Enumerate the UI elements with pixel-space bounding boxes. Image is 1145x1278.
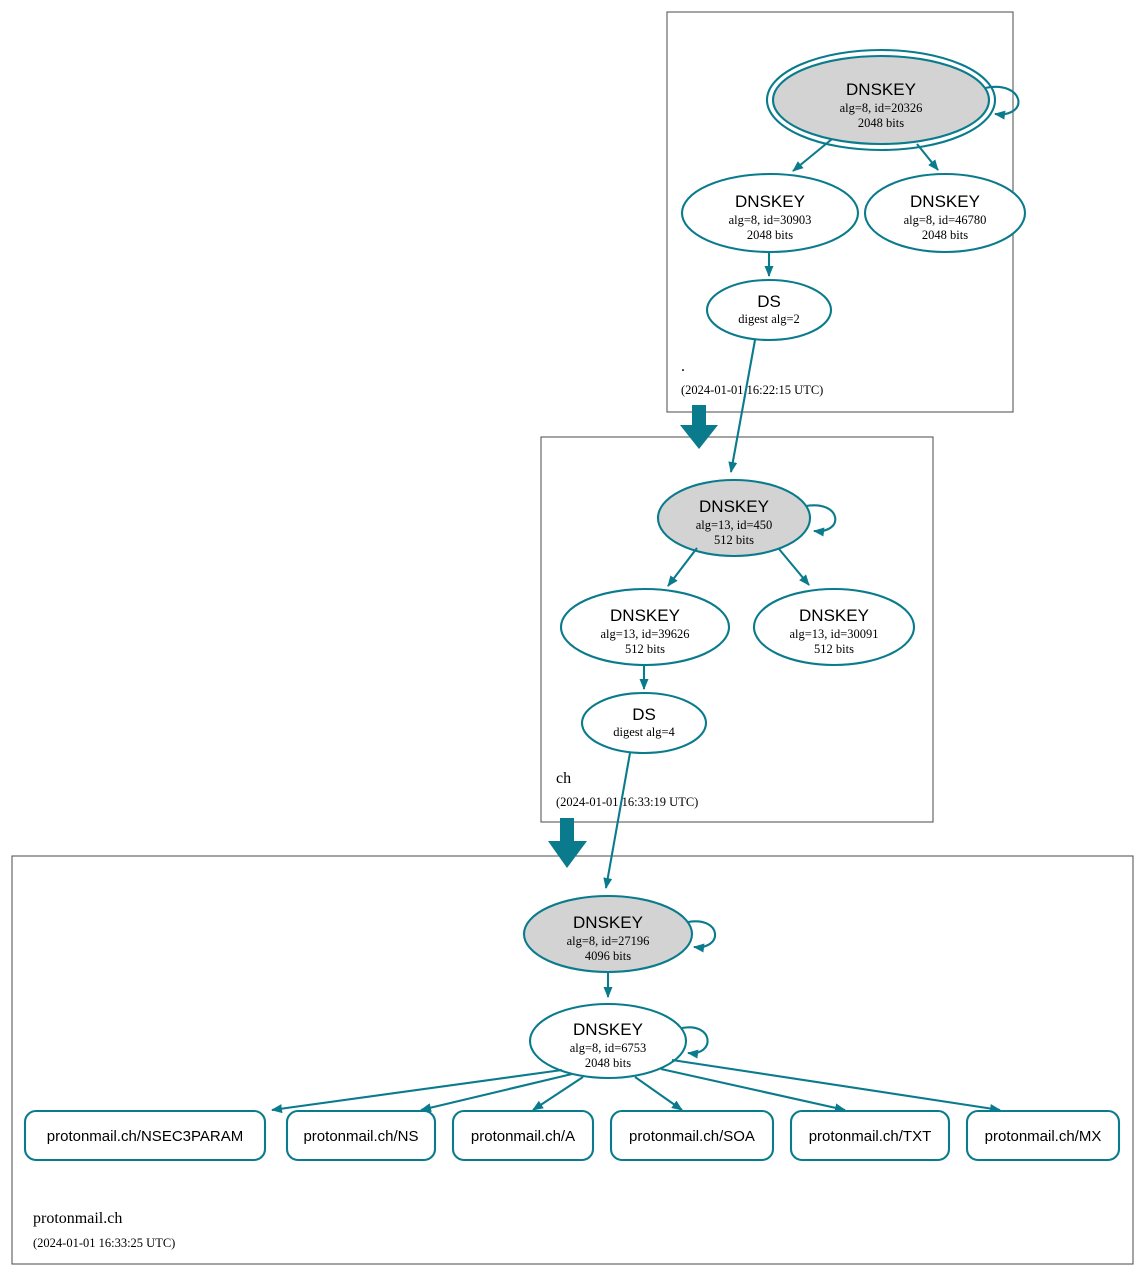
node-pm-ksk-line3: 4096 bits	[585, 949, 631, 963]
node-root-zsk-46780-line3: 2048 bits	[922, 228, 968, 242]
node-ch-ksk-line3: 512 bits	[714, 533, 754, 547]
node-ch-zsk-30091-type: DNSKEY	[799, 606, 869, 625]
zone-timestamp-root: (2024-01-01 16:22:15 UTC)	[681, 383, 823, 397]
rrset-a[interactable]: protonmail.ch/A	[451, 1109, 595, 1162]
edge-root-ksk-to-zsk30903	[792, 138, 833, 172]
self-loop-pm-ksk	[687, 920, 717, 953]
edge-pm-zsk-to-rr-a	[532, 1076, 584, 1111]
node-root-ds[interactable]: DS digest alg=2	[705, 278, 833, 342]
node-root-zsk-46780-line2: alg=8, id=46780	[904, 213, 987, 227]
node-ch-ds-line2: digest alg=4	[613, 725, 675, 739]
node-root-ksk-line2: alg=8, id=20326	[840, 101, 923, 115]
node-pm-zsk-line2: alg=8, id=6753	[570, 1041, 647, 1055]
self-loop-root-ksk	[984, 85, 1020, 120]
zone-label-protonmail: protonmail.ch	[33, 1210, 122, 1227]
node-ch-zsk-39626-line2: alg=13, id=39626	[600, 627, 689, 641]
node-ch-zsk-39626-line3: 512 bits	[625, 642, 665, 656]
node-root-ksk-type: DNSKEY	[846, 80, 916, 99]
self-loop-ch-ksk	[805, 504, 837, 537]
rrset-nsec3param[interactable]: protonmail.ch/NSEC3PARAM	[23, 1109, 267, 1162]
rrset-soa-label: protonmail.ch/SOA	[629, 1128, 755, 1145]
zone-timestamp-ch: (2024-01-01 16:33:19 UTC)	[556, 795, 698, 809]
node-root-ksk-line3: 2048 bits	[858, 116, 904, 130]
self-loop-pm-zsk	[681, 1026, 709, 1059]
rrset-txt-label: protonmail.ch/TXT	[809, 1128, 932, 1145]
delegation-arrow-root-to-ch	[680, 405, 718, 449]
node-root-ksk[interactable]: DNSKEY alg=8, id=20326 2048 bits	[765, 48, 997, 152]
zone-timestamp-protonmail: (2024-01-01 16:33:25 UTC)	[33, 1236, 175, 1250]
edge-pm-zsk-to-rr-mx	[671, 1058, 1001, 1113]
node-pm-zsk[interactable]: DNSKEY alg=8, id=6753 2048 bits	[528, 1002, 688, 1080]
node-ch-zsk-39626[interactable]: DNSKEY alg=13, id=39626 512 bits	[559, 587, 731, 667]
node-root-zsk-46780-type: DNSKEY	[910, 192, 980, 211]
node-root-zsk-46780[interactable]: DNSKEY alg=8, id=46780 2048 bits	[863, 172, 1027, 254]
node-ch-zsk-30091-line3: 512 bits	[814, 642, 854, 656]
node-ch-ksk[interactable]: DNSKEY alg=13, id=450 512 bits	[656, 478, 812, 558]
edge-pm-zsk-to-rr-nsec3param	[271, 1068, 563, 1114]
node-root-zsk-30903[interactable]: DNSKEY alg=8, id=30903 2048 bits	[680, 172, 860, 254]
rrset-a-label: protonmail.ch/A	[471, 1128, 575, 1145]
node-ch-ds[interactable]: DS digest alg=4	[580, 691, 708, 755]
node-pm-zsk-line3: 2048 bits	[585, 1056, 631, 1070]
node-root-zsk-30903-line2: alg=8, id=30903	[729, 213, 812, 227]
edge-root-ds-to-ch-ksk	[728, 339, 757, 473]
node-pm-zsk-type: DNSKEY	[573, 1020, 643, 1039]
rrset-mx[interactable]: protonmail.ch/MX	[965, 1109, 1121, 1162]
node-pm-ksk-line2: alg=8, id=27196	[567, 934, 650, 948]
node-ch-zsk-30091-line2: alg=13, id=30091	[789, 627, 878, 641]
node-root-ds-type: DS	[757, 292, 781, 311]
edge-ch-ksk-to-zsk39626	[667, 547, 698, 587]
edge-ch-ds-to-pm-ksk	[603, 752, 632, 889]
node-pm-ksk-type: DNSKEY	[573, 913, 643, 932]
edge-pm-zsk-to-rr-ns	[420, 1072, 573, 1113]
node-ch-ksk-line2: alg=13, id=450	[696, 518, 773, 532]
rrset-txt[interactable]: protonmail.ch/TXT	[789, 1109, 951, 1162]
rrset-ns[interactable]: protonmail.ch/NS	[285, 1109, 437, 1162]
rrset-nsec3param-label: protonmail.ch/NSEC3PARAM	[47, 1128, 243, 1145]
delegation-arrow-ch-to-protonmail	[548, 818, 587, 868]
node-ch-ds-type: DS	[632, 705, 656, 724]
edge-ch-ksk-to-zsk30091	[778, 548, 810, 586]
zone-label-root: .	[681, 358, 685, 375]
node-pm-ksk[interactable]: DNSKEY alg=8, id=27196 4096 bits	[522, 894, 694, 974]
edge-root-ksk-to-zsk46780	[916, 143, 939, 171]
node-ch-zsk-30091[interactable]: DNSKEY alg=13, id=30091 512 bits	[752, 587, 916, 667]
edge-pm-zsk-to-rr-soa	[634, 1076, 683, 1111]
rrset-mx-label: protonmail.ch/MX	[985, 1128, 1102, 1145]
edge-pm-zsk-to-rr-txt	[660, 1067, 846, 1113]
zone-label-ch: ch	[556, 770, 571, 787]
rrset-ns-label: protonmail.ch/NS	[303, 1128, 418, 1145]
node-ch-zsk-39626-type: DNSKEY	[610, 606, 680, 625]
node-ch-ksk-type: DNSKEY	[699, 497, 769, 516]
rrset-soa[interactable]: protonmail.ch/SOA	[609, 1109, 775, 1162]
node-root-ds-line2: digest alg=2	[738, 312, 800, 326]
node-root-zsk-30903-type: DNSKEY	[735, 192, 805, 211]
node-root-zsk-30903-line3: 2048 bits	[747, 228, 793, 242]
